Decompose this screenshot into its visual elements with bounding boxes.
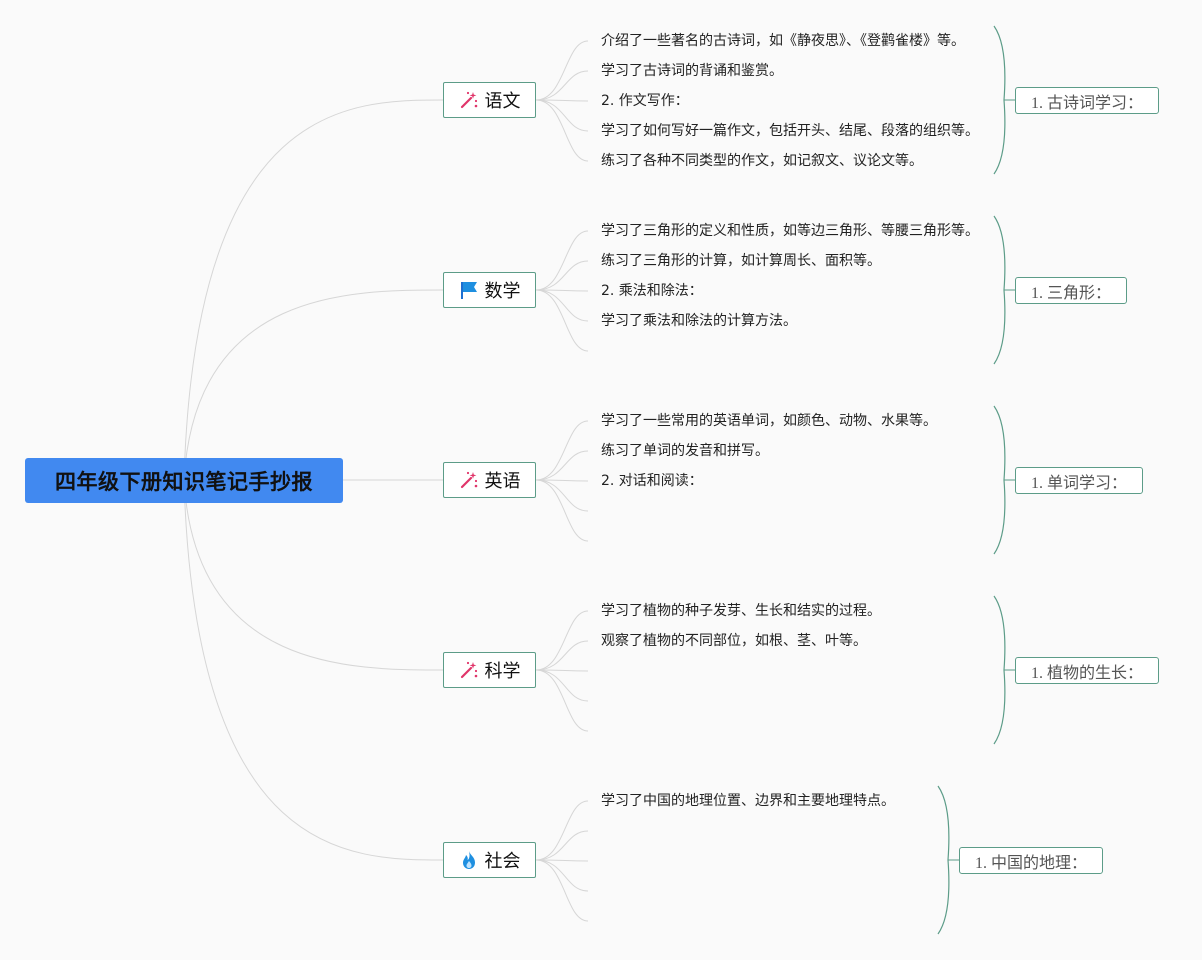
leaf-connector	[535, 289, 589, 352]
leaf-connector	[535, 669, 589, 702]
magic-wand-icon	[459, 660, 479, 680]
leaf-note[interactable]: 学习了植物的种子发芽、生长和结实的过程。	[601, 603, 881, 619]
subject-label: 科学	[484, 661, 521, 682]
leaf-connector	[535, 99, 589, 162]
leaf-connector	[535, 420, 589, 481]
leaf-connector	[535, 99, 589, 102]
leaf-note[interactable]: 学习了古诗词的背诵和鉴赏。	[601, 63, 783, 79]
summary-node[interactable]: 1. 单词学习：	[1015, 467, 1144, 494]
summary-brace	[993, 595, 1006, 745]
leaf-connector	[535, 479, 589, 482]
leaf-note[interactable]: 学习了中国的地理位置、边界和主要地理特点。	[601, 793, 895, 809]
magic-wand-icon	[459, 90, 479, 110]
summary-brace	[993, 25, 1006, 175]
leaf-connector	[535, 800, 589, 861]
root-connector	[183, 479, 444, 671]
leaf-connector	[535, 40, 589, 101]
subject-label: 数学	[484, 281, 521, 302]
leaf-connector	[535, 70, 589, 101]
subject-node[interactable]: 英语	[443, 462, 536, 498]
root-connector	[183, 479, 444, 861]
subject-node[interactable]: 社会	[443, 842, 536, 878]
root-connector	[183, 289, 444, 481]
leaf-note[interactable]: 学习了一些常用的英语单词，如颜色、动物、水果等。	[601, 413, 937, 429]
leaf-note[interactable]: 2. 作文写作：	[601, 93, 689, 109]
subject-node[interactable]: 数学	[443, 272, 536, 308]
magic-wand-icon	[459, 470, 479, 490]
summary-node[interactable]: 1. 植物的生长：	[1015, 657, 1160, 684]
leaf-connector	[535, 260, 589, 291]
leaf-connector	[535, 610, 589, 671]
leaf-connector	[535, 99, 589, 132]
subject-node[interactable]: 语文	[443, 82, 536, 118]
leaf-note[interactable]: 观察了植物的不同部位，如根、茎、叶等。	[601, 633, 867, 649]
root-connector	[183, 99, 444, 481]
leaf-connector	[535, 830, 589, 861]
leaf-connector	[535, 859, 589, 862]
leaf-note[interactable]: 2. 对话和阅读：	[601, 473, 703, 489]
leaf-note[interactable]: 学习了乘法和除法的计算方法。	[601, 313, 797, 329]
leaf-connector	[535, 669, 589, 732]
summary-node[interactable]: 1. 三角形：	[1015, 277, 1128, 304]
leaf-connector	[535, 479, 589, 542]
summary-node[interactable]: 1. 中国的地理：	[959, 847, 1104, 874]
flame-icon	[459, 850, 479, 870]
leaf-connector	[535, 230, 589, 291]
summary-brace	[993, 215, 1006, 365]
leaf-note[interactable]: 2. 乘法和除法：	[601, 283, 703, 299]
subject-label: 社会	[484, 851, 521, 872]
flag-icon	[459, 280, 479, 300]
leaf-note[interactable]: 学习了三角形的定义和性质，如等边三角形、等腰三角形等。	[601, 223, 979, 239]
leaf-connector	[535, 640, 589, 671]
leaf-connector	[535, 289, 589, 292]
root-topic[interactable]: 四年级下册知识笔记手抄报	[25, 458, 343, 503]
subject-label: 语文	[484, 91, 521, 112]
subject-label: 英语	[484, 471, 521, 492]
leaf-note[interactable]: 介绍了一些著名的古诗词，如《静夜思》、《登鹳雀楼》等。	[601, 33, 965, 49]
leaf-connector	[535, 859, 589, 892]
leaf-note[interactable]: 练习了单词的发音和拼写。	[601, 443, 769, 459]
leaf-note[interactable]: 练习了三角形的计算，如计算周长、面积等。	[601, 253, 881, 269]
leaf-connector	[535, 859, 589, 922]
leaf-connector	[535, 669, 589, 672]
subject-node[interactable]: 科学	[443, 652, 536, 688]
summary-node[interactable]: 1. 古诗词学习：	[1015, 87, 1160, 114]
leaf-note[interactable]: 练习了各种不同类型的作文，如记叙文、议论文等。	[601, 153, 923, 169]
leaf-connector	[535, 289, 589, 322]
leaf-connector	[535, 450, 589, 481]
leaf-note[interactable]: 学习了如何写好一篇作文，包括开头、结尾、段落的组织等。	[601, 123, 979, 139]
summary-brace	[937, 785, 950, 935]
summary-brace	[993, 405, 1006, 555]
leaf-connector	[535, 479, 589, 512]
